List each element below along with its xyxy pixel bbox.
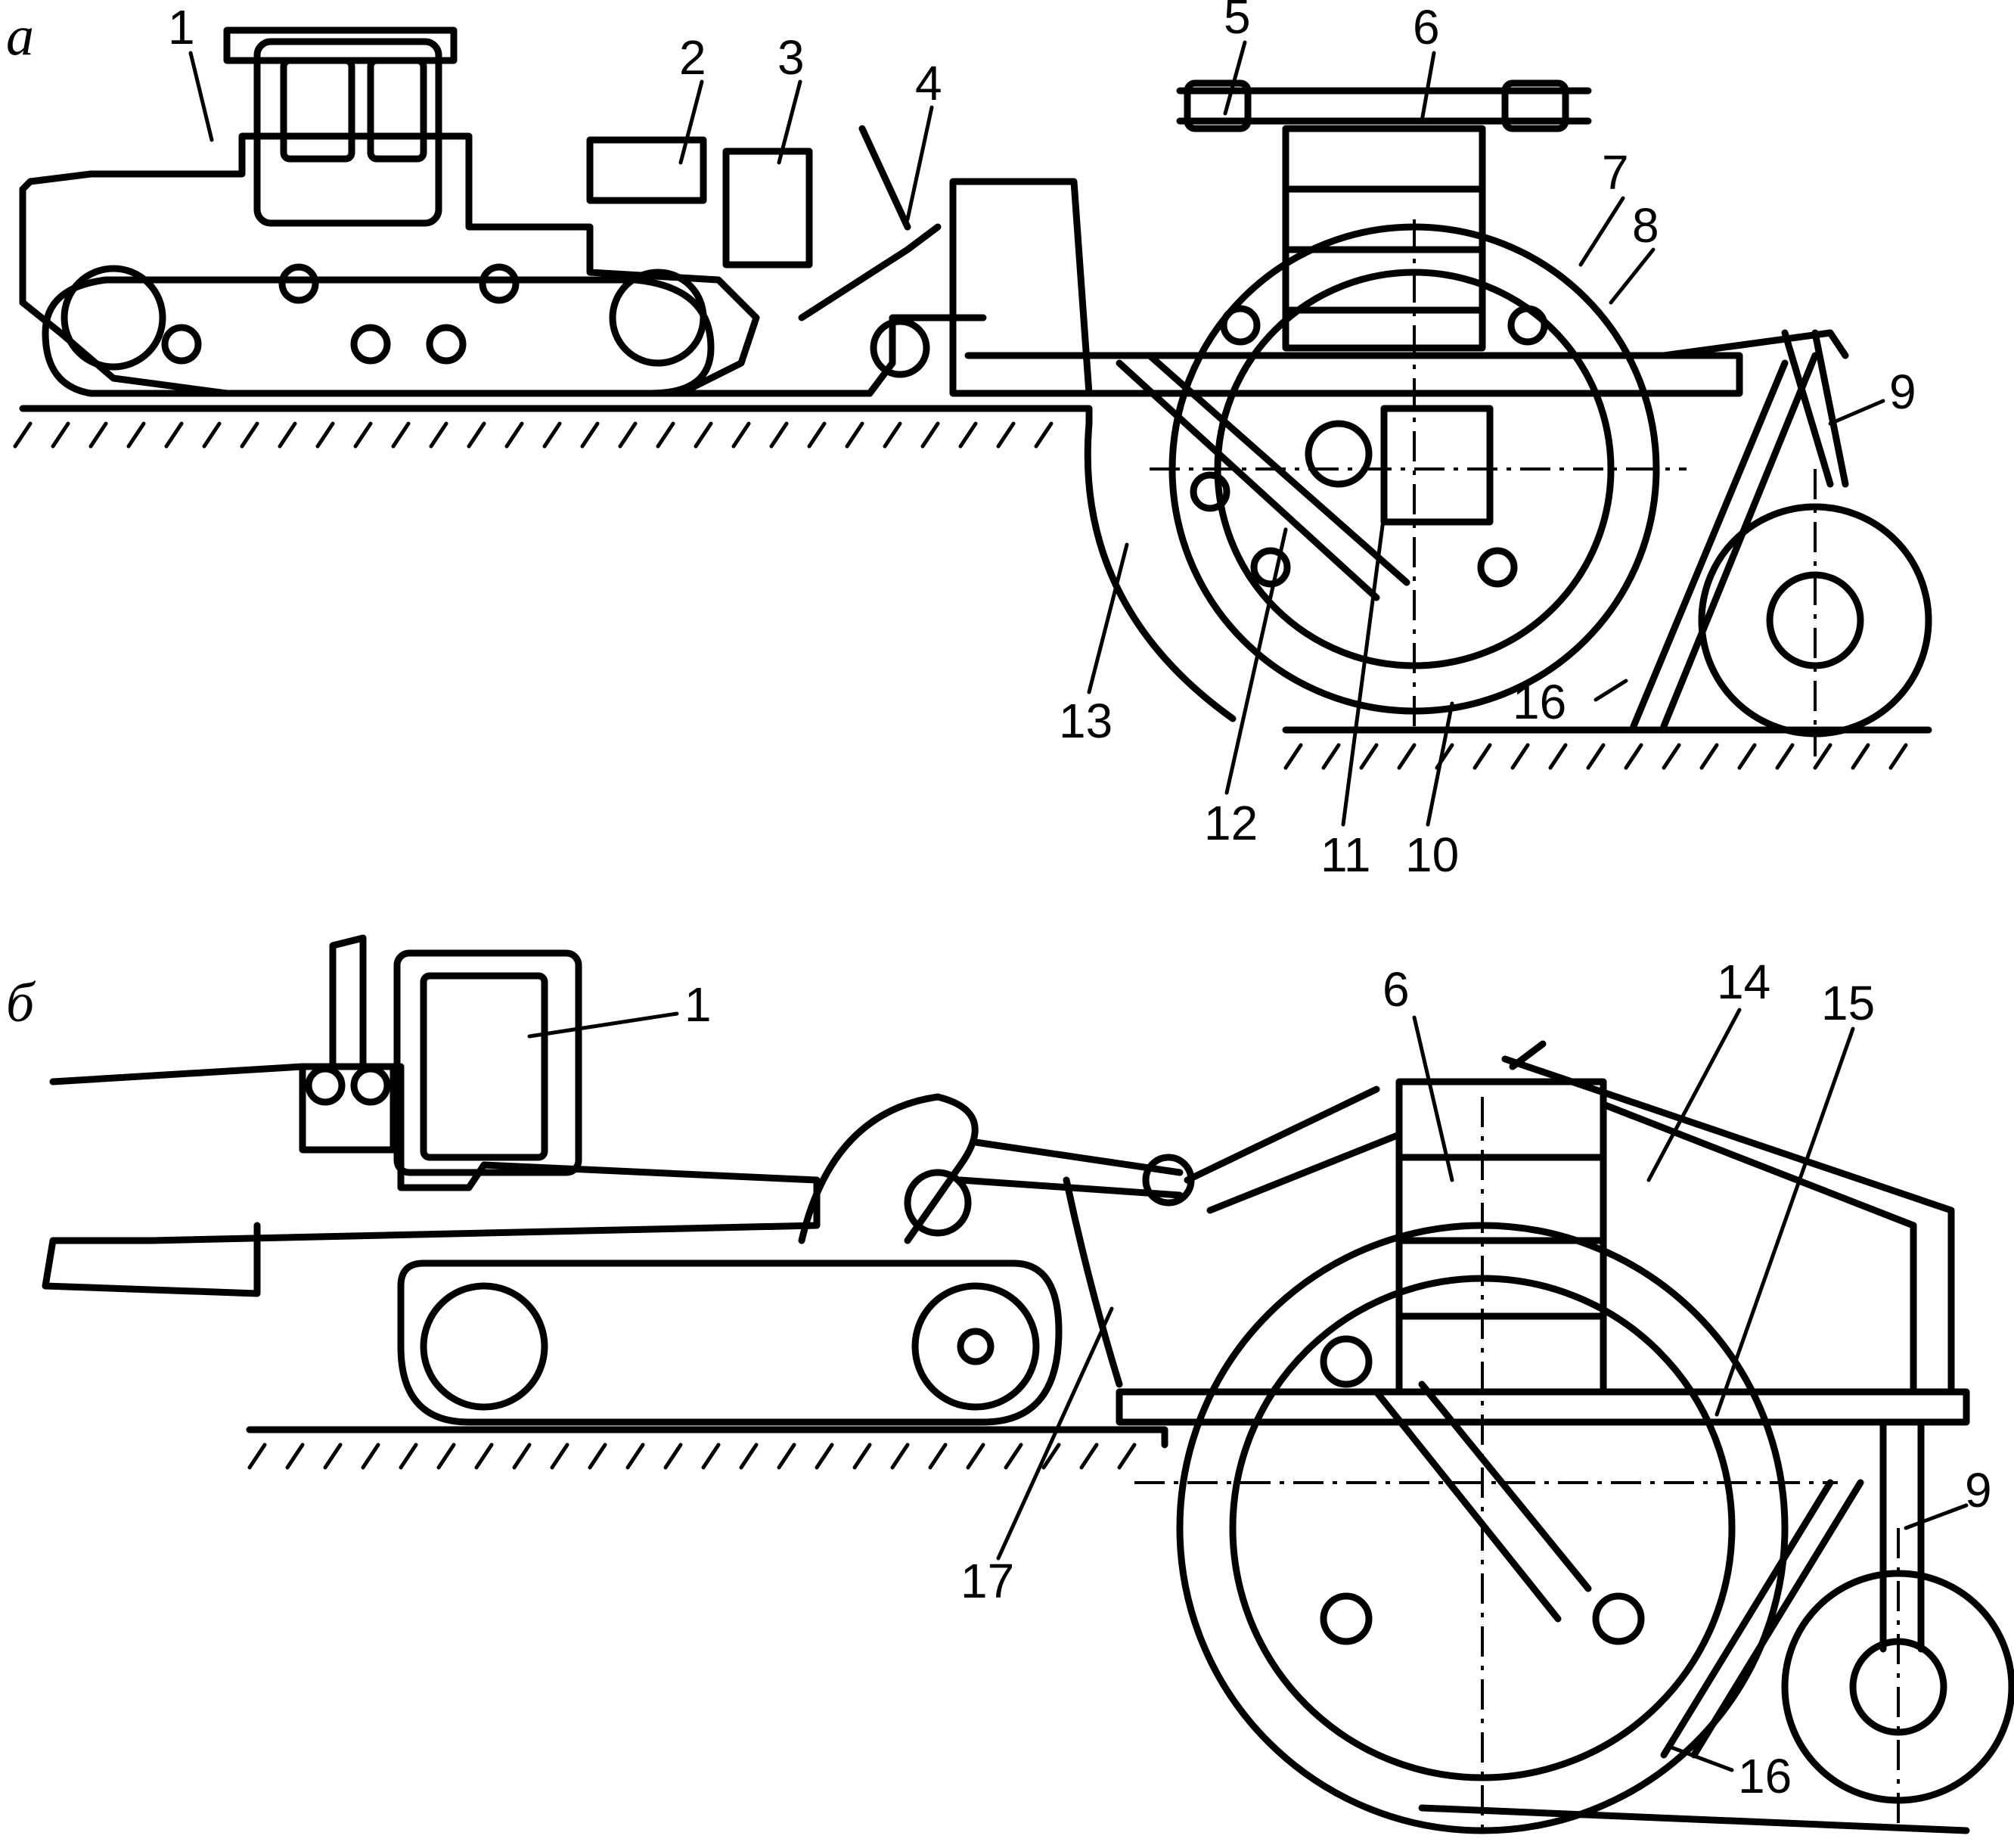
panel-a-labels: 1 2 3 4 5 6 7 8 9 10 11 12 13 16 [168, 0, 1916, 882]
label-b-16: 16 [1738, 1749, 1792, 1803]
panel-b-letter: б [6, 972, 36, 1034]
label-a-13: 13 [1059, 694, 1113, 748]
panel-a-letter: а [6, 5, 34, 67]
panel-a: а [6, 0, 1932, 882]
label-b-6: 6 [1382, 962, 1410, 1017]
panel-a-ground [13, 405, 1932, 770]
panel-a-tractor [19, 26, 987, 397]
label-a-12: 12 [1204, 796, 1258, 850]
label-b-9: 9 [1965, 1463, 1992, 1517]
label-a-3: 3 [777, 30, 805, 85]
label-b-14: 14 [1717, 955, 1770, 1009]
label-a-8: 8 [1632, 198, 1659, 253]
label-a-16: 16 [1513, 675, 1566, 729]
label-a-6: 6 [1413, 0, 1440, 54]
panel-b-wheel [1063, 1040, 2014, 1834]
label-a-2: 2 [679, 30, 706, 85]
label-b-17: 17 [960, 1554, 1014, 1608]
panel-b-ground [246, 1426, 1970, 1834]
label-a-4: 4 [915, 56, 942, 110]
label-b-15: 15 [1821, 976, 1875, 1030]
label-a-10: 10 [1405, 828, 1459, 882]
label-a-7: 7 [1602, 145, 1629, 200]
label-a-5: 5 [1224, 0, 1251, 44]
center-lines [1134, 219, 1900, 1838]
panel-b-tractor [42, 934, 1195, 1426]
label-a-11: 11 [1320, 828, 1370, 882]
panel-b-labels: 1 6 14 15 9 17 16 [527, 955, 1992, 1803]
label-a-1: 1 [168, 0, 195, 54]
panel-b: б [6, 934, 2014, 1834]
panel-a-rotor [949, 79, 1932, 738]
label-b-1: 1 [684, 977, 712, 1032]
label-a-9: 9 [1889, 365, 1916, 419]
